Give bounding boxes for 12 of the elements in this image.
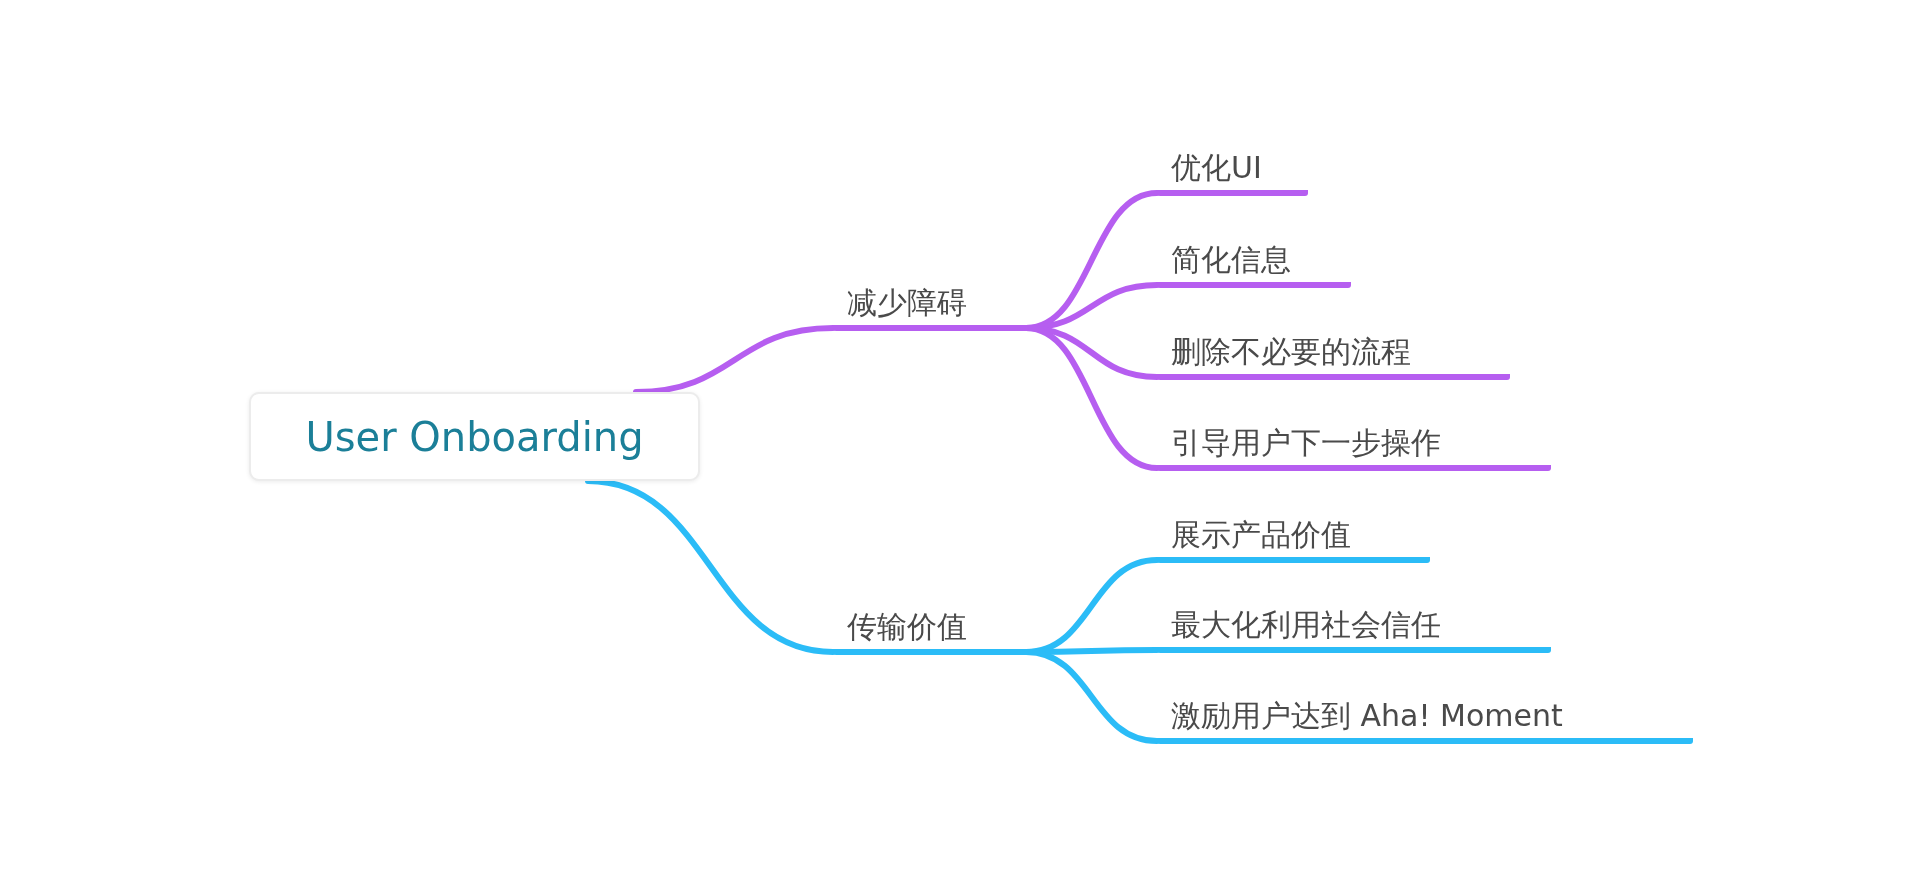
- topic-label: 传输价值: [847, 610, 967, 643]
- topic-label: 删除不必要的流程: [1171, 335, 1411, 368]
- branch-line: [633, 325, 836, 395]
- central-topic-box: User Onboarding: [249, 392, 700, 481]
- topic-label: 最大化利用社会信任: [1171, 608, 1441, 641]
- topic-label: 展示产品价值: [1171, 518, 1351, 551]
- topic-label: 简化信息: [1171, 243, 1291, 276]
- topic-label: 减少障碍: [847, 286, 967, 319]
- topic-label: 优化UI: [1171, 151, 1262, 184]
- topic-label: 引导用户下一步操作: [1171, 426, 1441, 459]
- topic-label: 激励用户达到 Aha! Moment: [1171, 699, 1563, 732]
- branch-line: [585, 478, 836, 655]
